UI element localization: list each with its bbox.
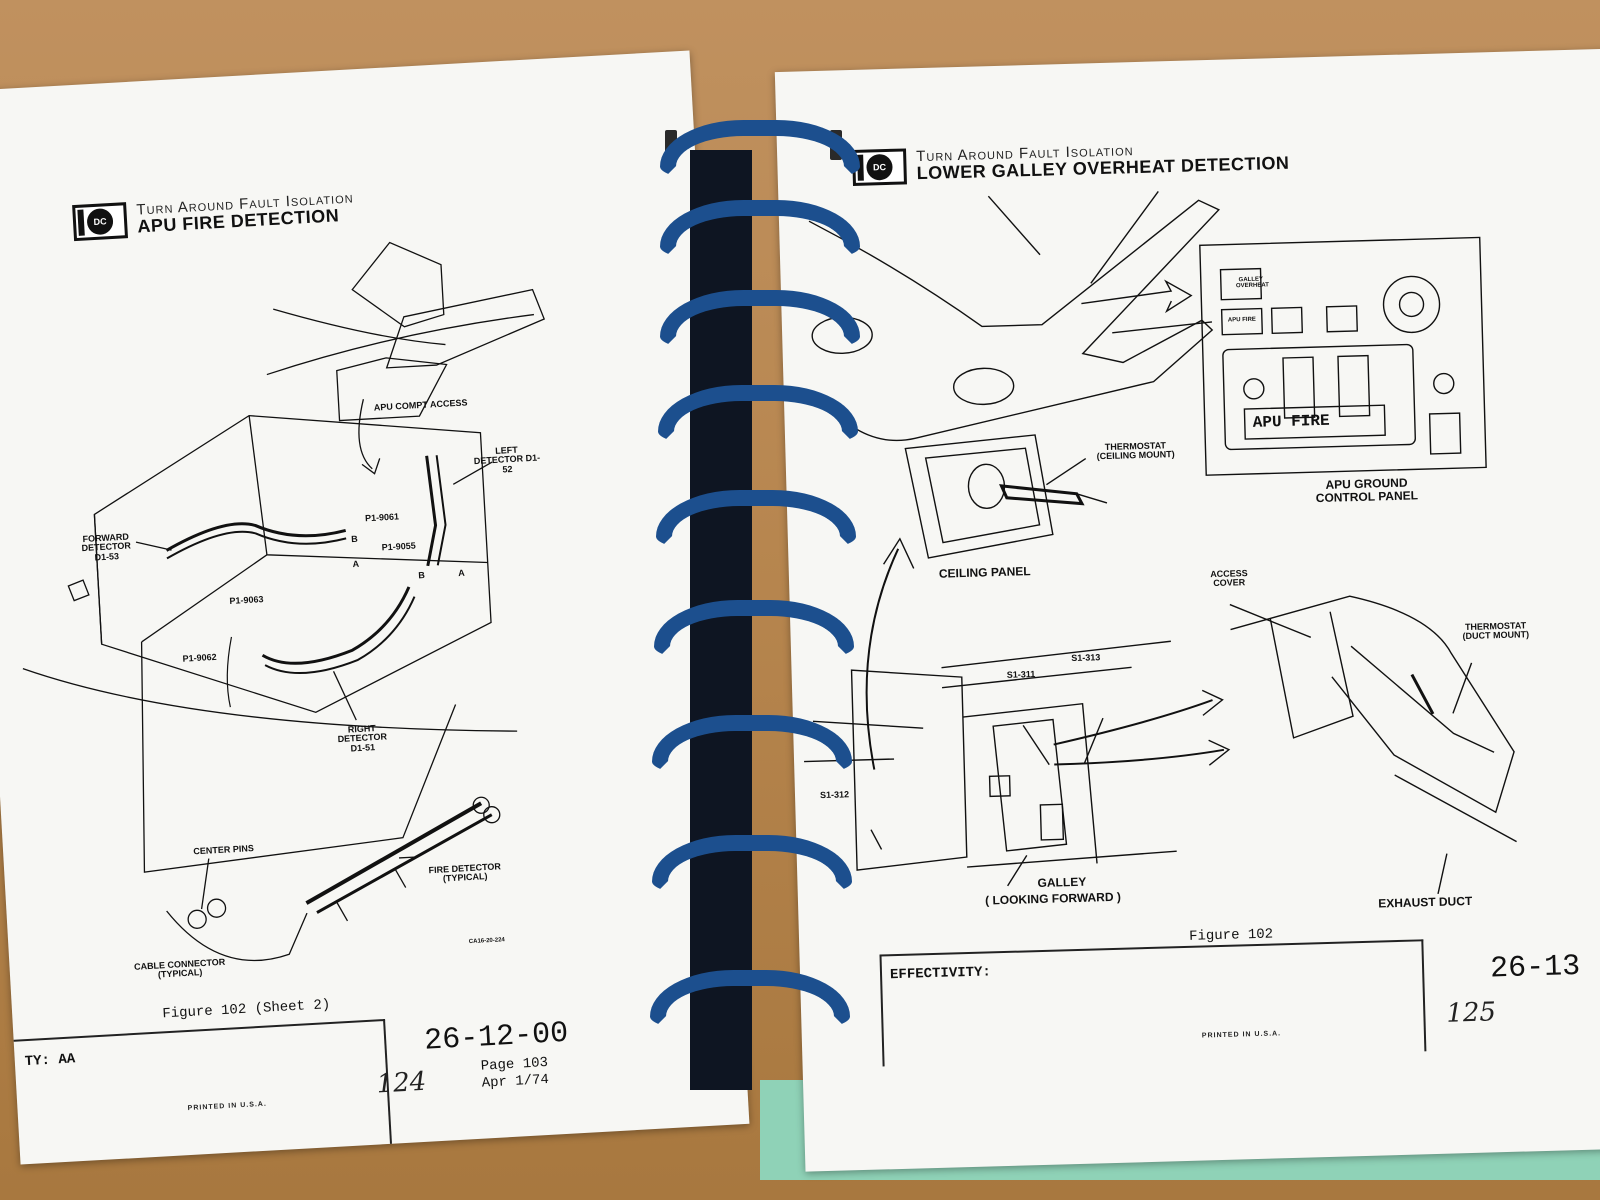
handwritten-page-number: 125 xyxy=(1445,997,1497,1029)
label-thermostat-ceiling: THERMOSTAT (CEILING MOUNT) xyxy=(1096,440,1175,462)
binding-ring xyxy=(660,290,860,352)
label-s1-311: S1-311 xyxy=(1006,669,1036,680)
label-p1-9063: P1-9063 xyxy=(229,594,264,606)
binding-ring xyxy=(660,200,860,262)
label-galley: GALLEY xyxy=(1037,874,1087,891)
right-manual-page: DC Turn Around Fault Isolation LOWER GAL… xyxy=(774,48,1600,1172)
label-b-left: B xyxy=(418,570,426,581)
label-a-upper: A xyxy=(352,558,360,570)
figure-caption: Figure 102 xyxy=(1188,926,1274,945)
label-left-detector: LEFT DETECTOR D1-52 xyxy=(473,444,541,475)
panel-apu-fire-light: APU FIRE xyxy=(1252,411,1330,432)
left-manual-page: DC Turn Around Fault Isolation APU FIRE … xyxy=(0,50,750,1165)
label-thermostat-duct: THERMOSTAT (DUCT MOUNT) xyxy=(1462,620,1530,642)
binding-ring xyxy=(650,970,850,1032)
apu-fire-detection-diagram xyxy=(0,50,749,1164)
label-exhaust-duct: EXHAUST DUCT xyxy=(1378,893,1473,911)
effectivity-box xyxy=(3,1018,393,1165)
binding-ring xyxy=(658,385,858,447)
label-right-detector: RIGHT DETECTOR D1-51 xyxy=(337,723,388,754)
binding-ring xyxy=(656,490,856,552)
panel-apu-fire-small: APU FIRE xyxy=(1227,316,1256,324)
label-a-left: A xyxy=(457,567,466,579)
label-access-cover: ACCESS COVER xyxy=(1210,568,1248,589)
label-ceiling-panel: CEILING PANEL xyxy=(938,564,1031,581)
label-p1-9062: P1-9062 xyxy=(182,651,217,664)
panel-caption: APU GROUND CONTROL PANEL xyxy=(1315,475,1419,505)
effectivity-text: TY: AA xyxy=(24,1051,76,1071)
binding-ring xyxy=(652,715,852,777)
comb-binding xyxy=(650,120,870,1070)
effectivity-text: EFFECTIVITY: xyxy=(889,964,992,984)
binding-ring xyxy=(652,835,852,897)
label-b-upper: B xyxy=(350,533,358,545)
label-p1-9061: P1-9061 xyxy=(364,511,400,524)
document-number: 26-13 xyxy=(1489,949,1581,987)
label-s1-313: S1-313 xyxy=(1071,652,1101,664)
label-p1-9055: P1-9055 xyxy=(381,540,416,553)
handwritten-page-number: 124 xyxy=(375,1066,428,1100)
effectivity-box xyxy=(879,939,1427,1067)
label-forward-detector: FORWARD DETECTOR D1-53 xyxy=(81,531,132,563)
panel-galley-overheat: GALLEY OVERHEAT xyxy=(1235,276,1269,290)
binding-ring xyxy=(654,600,854,662)
